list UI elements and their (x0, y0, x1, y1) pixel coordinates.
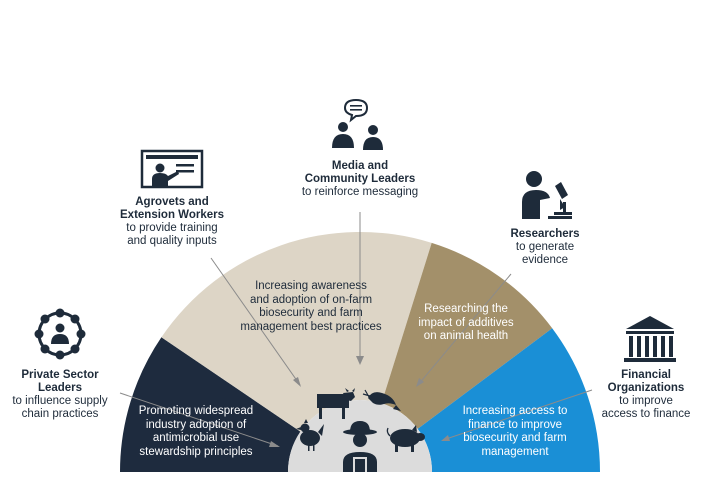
presentation-board-icon (140, 149, 204, 189)
chicken-icon (296, 419, 324, 451)
arrowhead-financial (441, 435, 450, 441)
leader-line-private (119, 392, 279, 447)
segment-blue (417, 328, 600, 472)
gear-people-icon (34, 308, 86, 360)
microscope-researcher-icon (522, 171, 572, 219)
pig-icon (386, 425, 425, 452)
stakeholder-subtitle: to reinforce messaging (301, 186, 419, 198)
leader-lines (119, 212, 593, 447)
arrowhead-media (356, 356, 364, 365)
people-chat-icon (332, 98, 383, 150)
segment-khaki (381, 242, 553, 429)
bank-building-icon (624, 316, 676, 362)
leader-line-financial (442, 389, 593, 441)
segment-beige (161, 231, 432, 432)
shrimp-icon (362, 389, 401, 411)
farmer-icon (343, 421, 377, 472)
cow-icon (317, 388, 355, 419)
arrowhead-researchers (416, 378, 424, 387)
arrowhead-private (269, 441, 280, 447)
leader-line-researchers (417, 273, 512, 386)
stakeholder-title: Researchers (510, 228, 580, 240)
arrowhead-agrovets (293, 377, 301, 387)
leader-line-agrovets (210, 257, 301, 386)
